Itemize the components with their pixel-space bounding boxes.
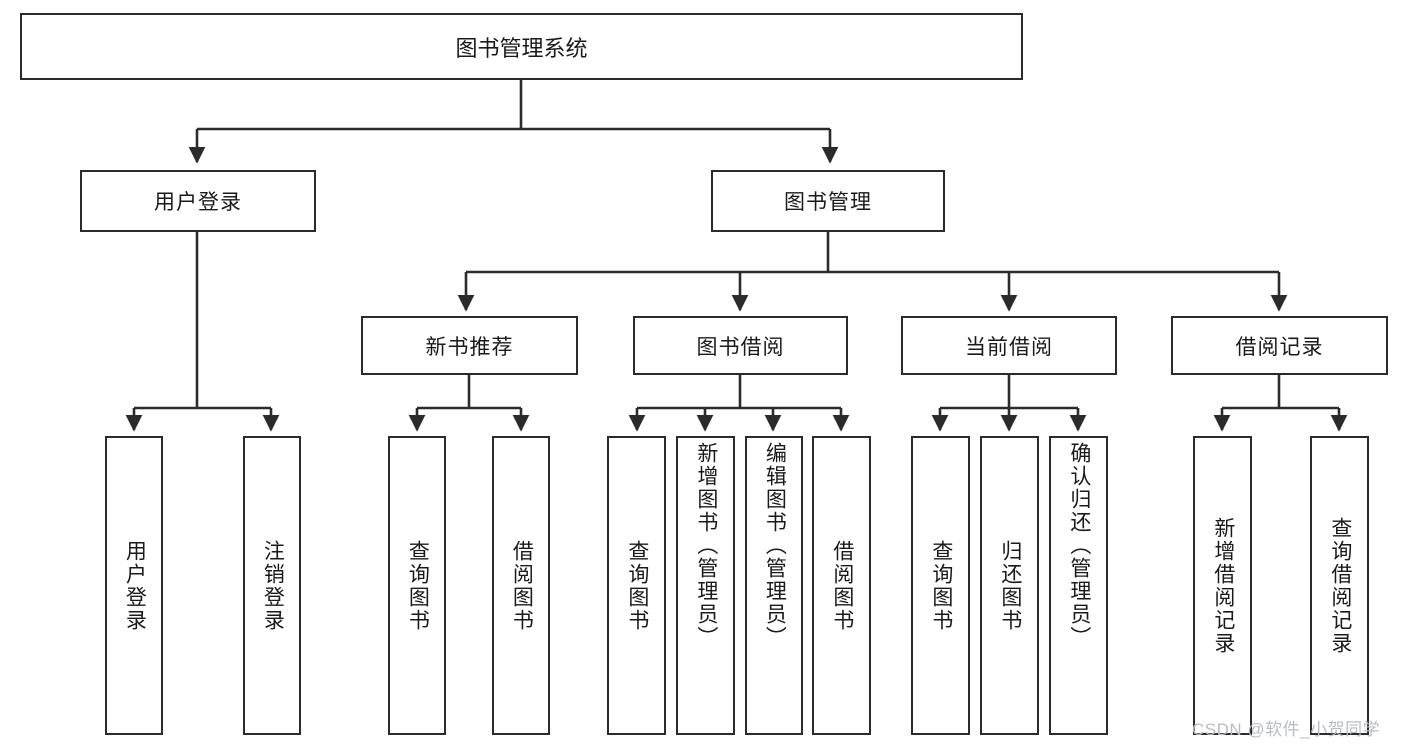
leaf-user-login[interactable]: 用户登录 [105,436,163,735]
node-label: 新书推荐 [425,335,514,359]
leaf-label: 确认归还（管理员） [1067,442,1091,649]
node-root-book-management-system[interactable]: 图书管理系统 [20,13,1023,80]
leaf-label: 查询图书 [625,539,649,632]
leaf-label: 用户登录 [123,539,147,632]
leaf-borrow-book-recommend[interactable]: 借阅图书 [492,436,550,735]
node-label: 借阅记录 [1235,335,1324,359]
leaf-return-book[interactable]: 归还图书 [980,436,1039,735]
leaf-label: 查询图书 [406,539,430,632]
node-label: 图书管理系统 [455,35,588,61]
node-book-borrow[interactable]: 图书借阅 [633,316,848,375]
node-borrow-record[interactable]: 借阅记录 [1171,316,1388,375]
node-new-book-recommend[interactable]: 新书推荐 [361,316,578,375]
leaf-label: 借阅图书 [830,539,854,632]
leaf-confirm-return-admin[interactable]: 确认归还（管理员） [1049,436,1108,735]
leaf-add-book-admin[interactable]: 新增图书（管理员） [676,436,735,735]
leaf-query-book-borrow[interactable]: 查询图书 [607,436,666,735]
leaf-label: 借阅图书 [510,539,534,632]
leaf-label: 注销登录 [261,539,285,632]
leaf-add-borrow-record[interactable]: 新增借阅记录 [1193,436,1252,735]
node-current-borrow[interactable]: 当前借阅 [901,316,1117,375]
leaf-query-borrow-record[interactable]: 查询借阅记录 [1310,436,1369,735]
leaf-label: 归还图书 [998,539,1022,632]
node-label: 用户登录 [154,191,242,214]
node-label: 图书借阅 [696,335,785,359]
leaf-label: 查询图书 [929,539,953,632]
node-label: 图书管理 [784,191,872,214]
watermark-text: CSDN @软件_小贺同学 [1192,720,1381,739]
node-user-login[interactable]: 用户登录 [80,170,316,232]
leaf-query-book-current[interactable]: 查询图书 [911,436,970,735]
leaf-query-book-recommend[interactable]: 查询图书 [388,436,446,735]
node-book-management[interactable]: 图书管理 [711,170,945,232]
leaf-label: 新增图书（管理员） [694,442,718,649]
leaf-label: 编辑图书（管理员） [763,442,787,649]
leaf-edit-book-admin[interactable]: 编辑图书（管理员） [745,436,803,735]
leaf-logout[interactable]: 注销登录 [243,436,301,735]
node-label: 当前借阅 [965,335,1053,359]
leaf-label: 新增借阅记录 [1211,516,1235,655]
leaf-borrow-book-borrow[interactable]: 借阅图书 [812,436,871,735]
leaf-label: 查询借阅记录 [1328,516,1352,655]
